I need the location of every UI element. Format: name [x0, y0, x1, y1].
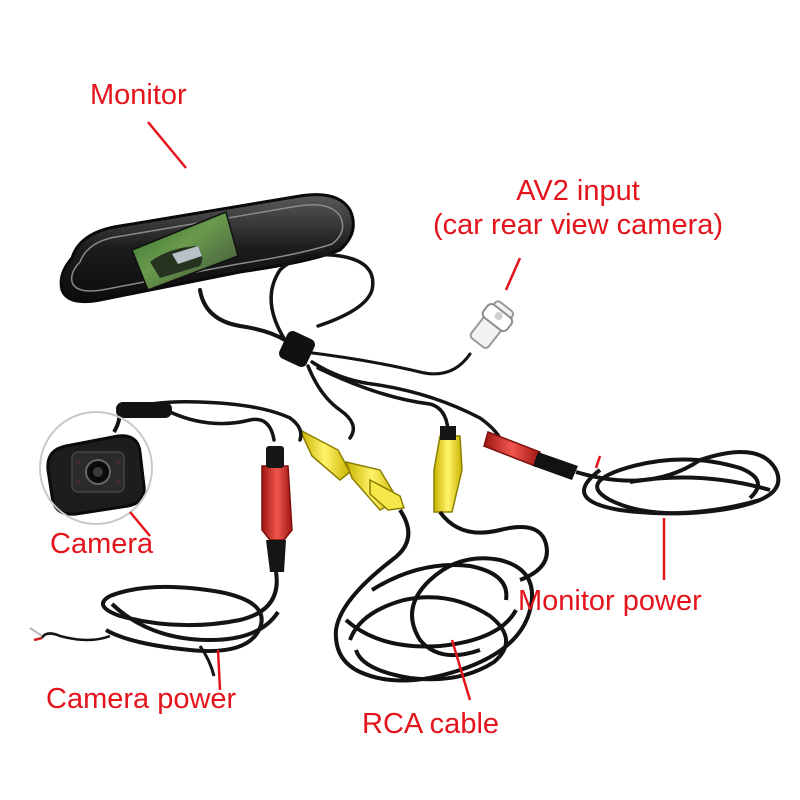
camera-power-connector	[261, 446, 293, 572]
av2-input-label-line2: (car rear view camera)	[432, 209, 724, 241]
monitor-lead-cables	[198, 252, 502, 440]
rear-camera	[46, 409, 146, 516]
monitor-power-label: Monitor power	[518, 585, 702, 617]
rca-cable-coil	[333, 508, 549, 683]
monitor-label: Monitor	[90, 79, 187, 111]
camera-power-cable-coil	[40, 571, 280, 677]
label-leader-lines	[129, 121, 666, 701]
camera-label: Camera	[50, 528, 154, 560]
camera-power-label: Camera power	[46, 683, 237, 715]
av2-input-label: AV2 input (car rear view camera)	[400, 174, 756, 242]
rca-yellow-plugs	[298, 426, 463, 513]
rca-cable-label: RCA cable	[362, 708, 500, 740]
av2-input-label-line1: AV2 input	[516, 175, 640, 207]
camera-inline-block	[116, 402, 172, 418]
monitor-power-cable-coil	[575, 450, 781, 516]
monitor-power-connector	[483, 431, 578, 480]
splitter-block	[279, 331, 315, 367]
rearview-mirror-monitor	[59, 193, 355, 304]
camera-callout-circle	[39, 411, 153, 525]
av2-rca-connector	[469, 300, 515, 349]
